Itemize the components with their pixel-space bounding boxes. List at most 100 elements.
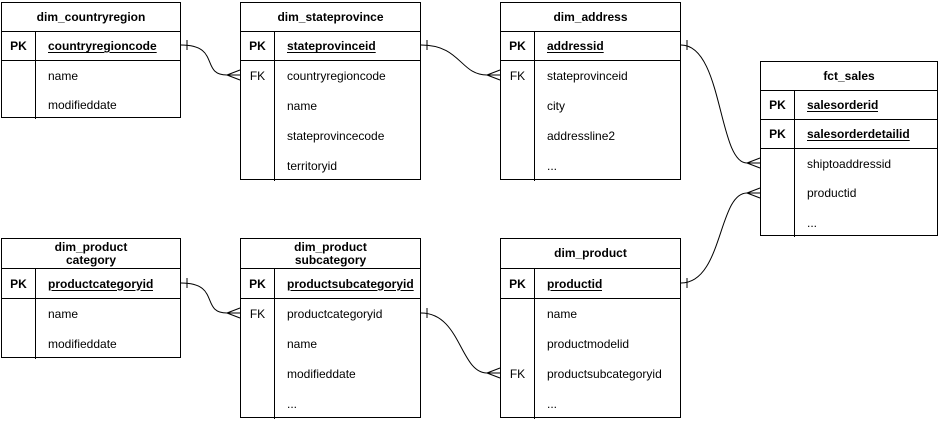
key-cell (501, 121, 535, 151)
column-name: ... (287, 397, 298, 411)
key-cell (761, 178, 795, 208)
table-row[interactable]: name (241, 91, 420, 121)
table-row[interactable]: shiptoaddressid (761, 149, 937, 178)
entity-dim-product[interactable]: dim_product PK productid name productmod… (500, 238, 681, 419)
fk-label: FK (501, 359, 535, 389)
table-row[interactable]: PK stateprovinceid (241, 32, 420, 61)
column-name: productcategoryid (287, 307, 383, 321)
column-name: territoryid (287, 159, 338, 173)
key-cell (241, 121, 275, 151)
key-cell (241, 359, 275, 389)
column-name: addressline2 (547, 129, 616, 143)
pk-label: PK (241, 32, 275, 60)
table-row[interactable]: ... (501, 389, 680, 419)
fk-label: FK (241, 299, 275, 329)
relationship-product-fctsales[interactable] (680, 187, 761, 288)
relationship-subcategory-product[interactable] (420, 308, 501, 379)
key-cell (241, 91, 275, 121)
table-row[interactable]: name (241, 329, 420, 359)
table-row[interactable]: FK stateprovinceid (501, 61, 680, 91)
table-row[interactable]: city (501, 91, 680, 121)
entity-title: fct_sales (761, 62, 937, 91)
key-cell (501, 389, 535, 419)
column-name: stateprovinceid (287, 39, 376, 53)
table-row[interactable]: FK countryregioncode (241, 61, 420, 91)
column-name: ... (547, 159, 558, 173)
entity-dim-product-subcategory[interactable]: dim_product subcategory PK productsubcat… (240, 238, 421, 419)
column-name: productcategoryid (48, 276, 154, 291)
crow-foot (746, 157, 761, 169)
table-row[interactable]: ... (501, 151, 680, 181)
table-row[interactable]: PK addressid (501, 32, 680, 61)
column-name: ... (807, 215, 818, 230)
table-row[interactable]: modifieddate (241, 359, 420, 389)
column-name: name (287, 99, 318, 113)
column-name: name (48, 68, 79, 83)
key-cell (761, 149, 795, 178)
column-name: productsubcategoryid (287, 276, 414, 291)
column-name: stateprovincecode (287, 129, 385, 143)
table-row[interactable]: PK productsubcategoryid (241, 269, 420, 299)
key-cell (501, 151, 535, 181)
relationship-category-subcategory[interactable] (180, 278, 241, 319)
key-cell (2, 299, 36, 329)
entity-title: dim_stateprovince (241, 3, 420, 32)
relationship-stateprovince-address[interactable] (420, 40, 501, 81)
key-cell (2, 90, 36, 119)
pk-label: PK (501, 269, 535, 298)
table-row[interactable]: FK productcategoryid (241, 299, 420, 329)
key-cell (241, 151, 275, 181)
entity-dim-stateprovince[interactable]: dim_stateprovince PK stateprovinceid FK … (240, 2, 421, 181)
key-cell (241, 389, 275, 419)
key-cell (761, 208, 795, 237)
column-name: productid (547, 276, 603, 291)
table-row[interactable]: PK countryregioncode (2, 32, 180, 61)
column-name: stateprovinceid (547, 69, 628, 83)
key-cell (501, 329, 535, 359)
entity-fct-sales[interactable]: fct_sales PK salesorderid PK salesorderd… (760, 61, 938, 237)
table-row[interactable]: name (501, 299, 680, 329)
table-row[interactable]: name (2, 61, 180, 90)
fk-label: FK (501, 61, 535, 91)
column-name: salesorderid (807, 98, 879, 112)
table-row[interactable]: productmodelid (501, 329, 680, 359)
entity-title: dim_product subcategory (241, 239, 420, 269)
table-row[interactable]: addressline2 (501, 121, 680, 151)
table-row[interactable]: modifieddate (2, 90, 180, 119)
relationship-countryregion-stateprovince[interactable] (180, 40, 241, 81)
column-name: name (287, 337, 318, 351)
entity-title: dim_product category (2, 239, 180, 269)
entity-dim-address[interactable]: dim_address PK addressid FK stateprovinc… (500, 2, 681, 181)
key-cell (501, 299, 535, 329)
crow-foot (746, 187, 761, 199)
table-row[interactable]: PK salesorderdetailid (761, 120, 937, 149)
table-row[interactable]: PK productid (501, 269, 680, 299)
table-row[interactable]: productid (761, 178, 937, 208)
pk-label: PK (761, 120, 795, 148)
entity-title: dim_product (501, 239, 680, 269)
column-name: modifieddate (48, 97, 117, 112)
pk-label: PK (2, 32, 36, 60)
table-row[interactable]: PK productcategoryid (2, 269, 180, 299)
column-name: productmodelid (547, 337, 630, 351)
column-name: modifieddate (48, 337, 117, 351)
relationship-address-fctsales[interactable] (680, 40, 761, 169)
entity-dim-product-category[interactable]: dim_product category PK productcategoryi… (1, 238, 181, 359)
table-row[interactable]: territoryid (241, 151, 420, 181)
pk-label: PK (241, 269, 275, 298)
crow-foot (226, 307, 241, 319)
pk-label: PK (761, 91, 795, 119)
entity-dim-countryregion[interactable]: dim_countryregion PK countryregioncode n… (1, 2, 181, 119)
key-cell (2, 61, 36, 90)
pk-label: PK (501, 32, 535, 60)
column-name: addressid (547, 39, 604, 53)
table-row[interactable]: ... (241, 389, 420, 419)
table-row[interactable]: modifieddate (2, 329, 180, 359)
table-row[interactable]: ... (761, 208, 937, 237)
table-row[interactable]: FK productsubcategoryid (501, 359, 680, 389)
column-name: name (48, 307, 79, 321)
table-row[interactable]: stateprovincecode (241, 121, 420, 151)
table-row[interactable]: PK salesorderid (761, 91, 937, 120)
table-row[interactable]: name (2, 299, 180, 329)
